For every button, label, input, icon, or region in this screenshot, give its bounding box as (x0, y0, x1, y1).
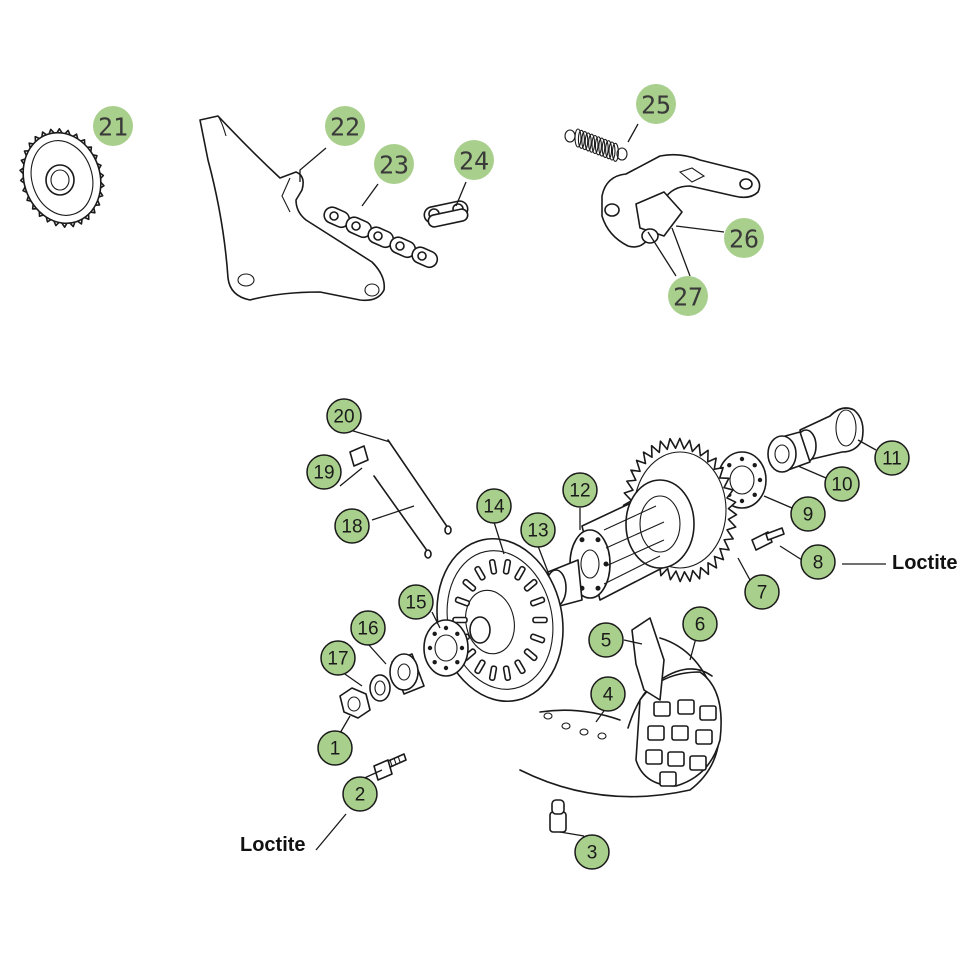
svg-text:27: 27 (673, 283, 703, 312)
callout-1: 1 (317, 730, 353, 766)
leader-lines (299, 123, 886, 851)
callout-27: 27 (668, 276, 708, 316)
callout-11: 11 (874, 440, 910, 476)
part-5-rim-tape (631, 617, 665, 701)
callout-2: 2 (342, 776, 378, 812)
part-24-master-link (423, 200, 469, 228)
loctite-note-right: Loctite (892, 552, 958, 574)
svg-text:18: 18 (341, 517, 362, 538)
callout-25: 25 (636, 84, 676, 124)
callout-16: 16 (350, 610, 386, 646)
svg-text:2: 2 (355, 785, 366, 806)
svg-text:10: 10 (831, 475, 852, 496)
svg-text:7: 7 (757, 583, 768, 604)
callout-7: 7 (744, 574, 780, 610)
svg-text:16: 16 (357, 619, 378, 640)
callout-23: 23 (374, 144, 414, 184)
svg-text:1: 1 (330, 739, 341, 760)
callout-24: 24 (454, 140, 494, 180)
callout-6: 6 (682, 606, 718, 642)
callout-13: 13 (520, 512, 556, 548)
callout-8: 8 (800, 544, 836, 580)
svg-text:14: 14 (483, 497, 505, 518)
callout-14: 14 (476, 488, 512, 524)
part-20-spoke (387, 439, 452, 535)
svg-text:15: 15 (405, 593, 426, 614)
callout-17: 17 (320, 640, 356, 676)
callout-19: 19 (306, 454, 342, 490)
part-22-chain-guide (199, 115, 386, 302)
callout-18: 18 (334, 508, 370, 544)
part-1-axle-nut (339, 687, 371, 719)
svg-text:17: 17 (327, 649, 348, 670)
callout-10: 10 (824, 466, 860, 502)
svg-text:23: 23 (379, 151, 409, 180)
callout-4: 4 (590, 676, 626, 712)
callout-21: 21 (93, 106, 133, 146)
svg-text:3: 3 (587, 843, 598, 864)
svg-text:22: 22 (330, 113, 360, 142)
svg-text:25: 25 (641, 91, 671, 120)
svg-text:26: 26 (729, 225, 759, 254)
part-10-spacer (767, 431, 811, 473)
part-26-tensioner-arm (601, 153, 761, 248)
svg-text:19: 19 (313, 463, 334, 484)
svg-text:12: 12 (569, 481, 590, 502)
part-15-bearing (423, 619, 469, 677)
part-6-tire (519, 637, 722, 798)
part-12-hub (569, 479, 695, 601)
callout-26: 26 (724, 218, 764, 258)
part-23-chain (323, 206, 439, 269)
callout-22: 22 (325, 106, 365, 146)
svg-text:21: 21 (98, 113, 128, 142)
callout-9: 9 (790, 496, 826, 532)
part-4-rim (539, 709, 621, 740)
svg-text:24: 24 (459, 147, 489, 176)
callout-20: 20 (326, 398, 362, 434)
part-18-spoke (373, 475, 432, 559)
part-25-tension-spring (564, 128, 628, 162)
loctite-note-left: Loctite (240, 834, 306, 856)
callout-12: 12 (562, 472, 598, 508)
svg-text:8: 8 (813, 553, 824, 574)
svg-text:9: 9 (803, 505, 814, 526)
callout-3: 3 (574, 834, 610, 870)
part-19-spoke-nipple (349, 445, 369, 467)
svg-text:4: 4 (603, 685, 614, 706)
svg-text:20: 20 (333, 407, 354, 428)
callout-15: 15 (398, 584, 434, 620)
svg-text:6: 6 (695, 615, 706, 636)
part-8-bolt (751, 527, 785, 551)
svg-text:13: 13 (527, 521, 548, 542)
part-3-valve (549, 799, 567, 833)
svg-text:5: 5 (601, 631, 612, 652)
svg-text:11: 11 (882, 449, 902, 470)
part-16-spacer (389, 653, 425, 695)
part-2-bolt (373, 753, 407, 781)
part-21-front-sprocket (19, 128, 105, 228)
callout-5: 5 (588, 622, 624, 658)
part-17-washer (369, 674, 391, 702)
